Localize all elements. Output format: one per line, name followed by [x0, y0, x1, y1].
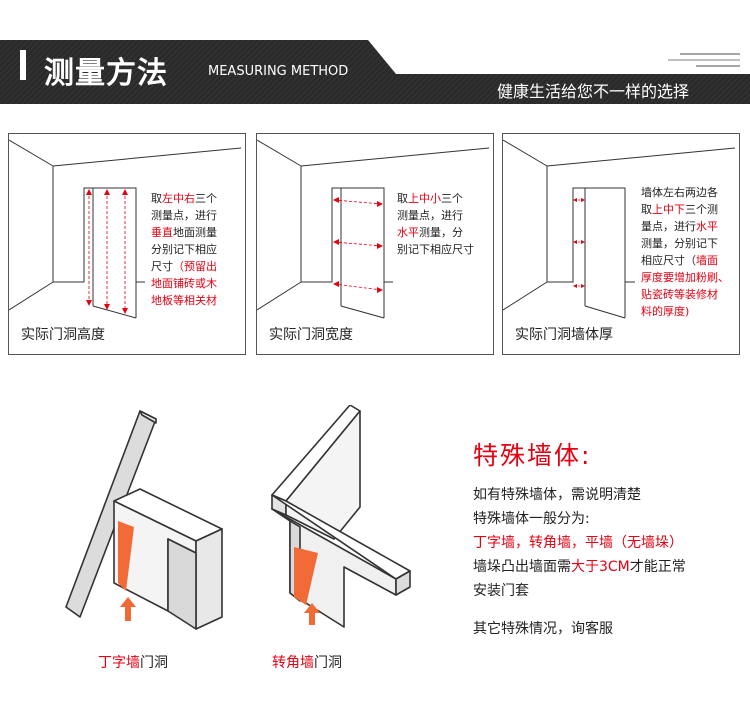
highlight-text: 大于3CM — [571, 559, 630, 575]
text-segment: 其它特殊情况，询客服 — [473, 621, 613, 637]
t-wall-arrow-icon — [120, 597, 136, 621]
text-segment: 如有特殊墙体，需说明清楚 — [473, 487, 641, 503]
text-segment: 地面测量 — [173, 226, 217, 239]
t-wall-diagram — [65, 410, 223, 630]
special-line-6: 其它特殊情况，询客服 — [473, 618, 613, 638]
special-wall-title: 特殊墙体: — [473, 441, 592, 470]
text-segment: 取 — [397, 192, 408, 205]
desc-line: 量点，进行水平 — [641, 218, 729, 235]
text-segment: 尺寸 — [151, 260, 173, 273]
banner-background — [0, 40, 750, 104]
text-segment: 墙垛凸出墙面需 — [473, 559, 571, 575]
special-line-3: 丁字墙，转角墙，平墙（无墙垛） — [473, 532, 683, 552]
text-segment: 三个 — [195, 192, 217, 205]
highlight-text: 贴瓷砖等装修材 — [641, 288, 718, 301]
desc-line: 测量点，进行 — [151, 207, 217, 224]
t-wall-caption: 丁字墙门洞 — [98, 652, 168, 672]
desc-line: 料的厚度) — [641, 303, 729, 320]
header-banner: 测量方法 MEASURING METHOD 健康生活给您不一样的选择 — [0, 40, 750, 104]
text-segment: 别记下相应尺寸 — [397, 243, 474, 256]
page-subtitle: MEASURING METHOD — [208, 64, 349, 79]
special-line-2: 特殊墙体一般分为: — [473, 508, 590, 528]
panel-thickness-desc: 墙体左右两边各取上中下三个测量点，进行水平测量，分别记下相应尺寸（墙面厚度要增加… — [641, 184, 729, 320]
panel-thickness-caption: 实际门洞墙体厚 — [515, 327, 613, 343]
desc-line: 厚度要增加粉刷、 — [641, 269, 729, 286]
desc-line: 分别记下相应 — [151, 241, 217, 258]
text-segment: 测量，分别记下 — [641, 237, 718, 250]
corner-wall-caption-red: 转角墙 — [272, 655, 314, 671]
desc-line: 测量，分别记下 — [641, 235, 729, 252]
corner-wall-arrow-icon — [304, 603, 320, 625]
desc-line: 垂直地面测量 — [151, 224, 217, 241]
desc-line: 取上中下三个测 — [641, 201, 729, 218]
highlight-text: 上中小 — [408, 192, 441, 205]
text-segment: 取 — [641, 203, 652, 216]
panel-height-caption: 实际门洞高度 — [21, 327, 105, 343]
room-width-diagram — [257, 139, 490, 319]
highlight-text: 料的厚度) — [641, 305, 690, 318]
highlight-text: 水平 — [696, 220, 718, 233]
panel-height-desc: 取左中右三个测量点，进行垂直地面测量分别记下相应尺寸（预留出地面铺砖或木地板等相… — [151, 190, 217, 309]
panel-width-desc: 取上中小三个测量点，进行水平测量，分别记下相应尺寸 — [397, 190, 474, 258]
t-wall-caption-normal: 门洞 — [140, 655, 168, 671]
special-line-1: 如有特殊墙体，需说明清楚 — [473, 484, 641, 504]
special-line-4: 墙垛凸出墙面需大于3CM才能正常 — [473, 556, 686, 576]
desc-line: 尺寸（预留出 — [151, 258, 217, 275]
desc-line: 地面铺砖或木 — [151, 275, 217, 292]
highlight-text: 丁字墙，转角墙，平墙（无墙垛） — [473, 535, 683, 551]
text-segment: 才能正常 — [629, 559, 686, 575]
page-title: 测量方法 — [44, 56, 168, 91]
t-wall-highlight — [118, 521, 134, 591]
text-segment: 三个测 — [685, 203, 718, 216]
desc-line: 相应尺寸（墙面 — [641, 252, 729, 269]
highlight-text: 左中右 — [162, 192, 195, 205]
highlight-text: 水平 — [397, 226, 419, 239]
highlight-text: 厚度要增加粉刷、 — [641, 271, 729, 284]
desc-line: 墙体左右两边各 — [641, 184, 729, 201]
desc-line: 测量点，进行 — [397, 207, 474, 224]
room-thickness-diagram — [503, 139, 736, 319]
desc-line: 地板等相关材 — [151, 292, 217, 309]
text-segment: 相应尺寸（ — [641, 254, 696, 267]
text-segment: 安装门套 — [473, 583, 529, 599]
corner-wall-highlight — [294, 547, 318, 605]
special-line-5: 安装门套 — [473, 580, 529, 600]
highlight-text: 地板等相关材 — [151, 294, 217, 307]
highlight-text: （预留出 — [173, 260, 217, 273]
desc-line: 别记下相应尺寸 — [397, 241, 474, 258]
panel-height: 取左中右三个测量点，进行垂直地面测量分别记下相应尺寸（预留出地面铺砖或木地板等相… — [8, 133, 246, 355]
text-segment: 测量，分 — [419, 226, 463, 239]
text-segment: 特殊墙体一般分为: — [473, 511, 590, 527]
t-wall-caption-red: 丁字墙 — [98, 655, 140, 671]
text-segment: 三个 — [441, 192, 463, 205]
panel-width-caption: 实际门洞宽度 — [269, 327, 353, 343]
highlight-text: 垂直 — [151, 226, 173, 239]
highlight-text: 上中下 — [652, 203, 685, 216]
corner-wall-diagram — [271, 405, 411, 628]
text-segment: 测量点，进行 — [397, 209, 463, 222]
text-segment: 分别记下相应 — [151, 243, 217, 256]
room-height-diagram — [9, 139, 242, 319]
text-segment: 取 — [151, 192, 162, 205]
highlight-text: 地面铺砖或木 — [151, 277, 217, 290]
desc-line: 取左中右三个 — [151, 190, 217, 207]
panel-width: 取上中小三个测量点，进行水平测量，分别记下相应尺寸 实际门洞宽度 — [256, 133, 494, 355]
corner-wall-caption: 转角墙门洞 — [272, 652, 342, 672]
desc-line: 取上中小三个 — [397, 190, 474, 207]
desc-line: 水平测量，分 — [397, 224, 474, 241]
text-segment: 量点，进行 — [641, 220, 696, 233]
slogan: 健康生活给您不一样的选择 — [497, 82, 690, 101]
desc-line: 贴瓷砖等装修材 — [641, 286, 729, 303]
highlight-text: 墙面 — [696, 254, 718, 267]
corner-wall-caption-normal: 门洞 — [314, 655, 342, 671]
text-segment: 墙体左右两边各 — [641, 186, 718, 199]
text-segment: 测量点，进行 — [151, 209, 217, 222]
panel-thickness: 墙体左右两边各取上中下三个测量点，进行水平测量，分别记下相应尺寸（墙面厚度要增加… — [502, 133, 740, 355]
